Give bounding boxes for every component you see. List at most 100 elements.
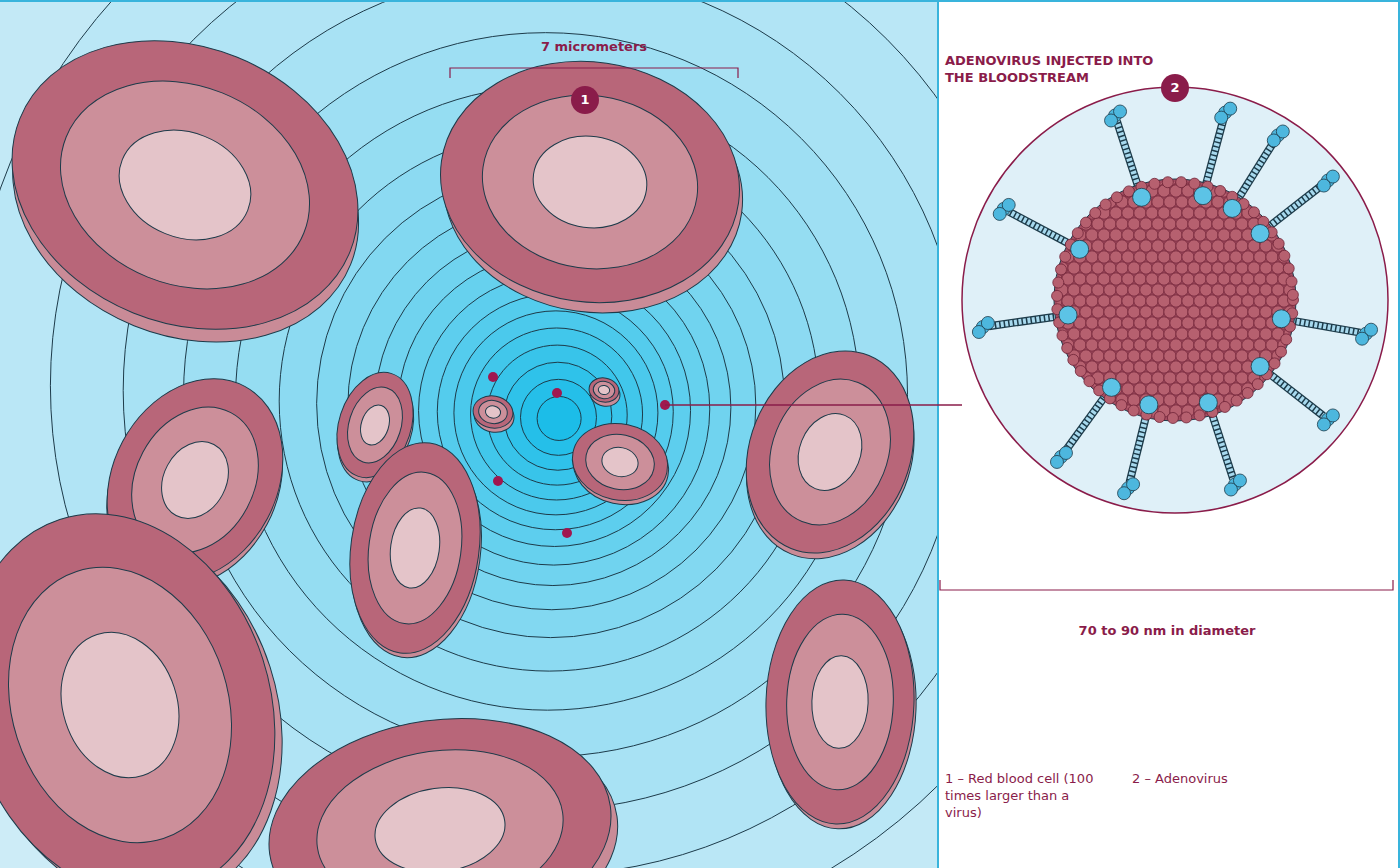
capsomer [1230, 295, 1242, 307]
capsomer [1206, 273, 1218, 285]
fiber-knob [1105, 114, 1118, 127]
capsomer [1212, 284, 1224, 296]
capsomer [1170, 361, 1182, 373]
cell-face [587, 376, 621, 405]
capsomer [1248, 306, 1260, 318]
capsomer [1074, 383, 1086, 395]
capsomer [1044, 240, 1056, 252]
fiber-outline [1283, 319, 1360, 333]
virus-dot [552, 388, 562, 398]
capsomer [1290, 185, 1302, 197]
capsomer [1230, 317, 1242, 329]
capsomer [1116, 284, 1128, 296]
capsomer [1152, 196, 1164, 208]
capsomer [1212, 350, 1224, 362]
capsomer [1189, 178, 1200, 189]
capsomer [1230, 383, 1242, 395]
frame-line [1398, 0, 1400, 868]
capsomer [1272, 262, 1284, 274]
capsomer [1248, 207, 1259, 218]
capsomer [1194, 251, 1206, 263]
fiber-knob [1267, 134, 1280, 147]
capsomer [1260, 174, 1272, 186]
capsomer [1068, 174, 1080, 186]
capsomer [1074, 339, 1086, 351]
capsomer [1128, 372, 1140, 384]
capsomer [1278, 405, 1290, 417]
capsomer [1110, 207, 1122, 219]
capsomer [1050, 383, 1062, 395]
fiber-knob [1050, 455, 1063, 468]
capsid [1054, 179, 1296, 421]
capsomer [1224, 328, 1236, 340]
capsomer [1072, 228, 1083, 239]
capsomer [1279, 250, 1290, 261]
capsomer [1134, 339, 1146, 351]
penton-base [1059, 306, 1077, 324]
capsomer [1128, 240, 1140, 252]
capsomer [1182, 229, 1194, 241]
capsomer [1086, 273, 1098, 285]
capsomer [1230, 361, 1242, 373]
capsomer [1146, 273, 1158, 285]
capsomer [1164, 350, 1176, 362]
capsomer [1284, 262, 1296, 274]
capsomer [1062, 405, 1074, 417]
capsomer [1176, 218, 1188, 230]
capsomer [1110, 339, 1122, 351]
capsomer [1146, 361, 1158, 373]
cell-face [471, 393, 516, 431]
capsomer [1122, 185, 1134, 197]
capsomer [1212, 372, 1224, 384]
capsomer [1248, 262, 1260, 274]
capsomer [1230, 405, 1242, 417]
capsomer [1162, 177, 1173, 188]
capsomer [1215, 185, 1226, 196]
capsomer [1231, 395, 1242, 406]
capsomer [1248, 284, 1260, 296]
capsomer [1254, 273, 1266, 285]
fiber-outline [1262, 184, 1323, 232]
capsomer [1074, 405, 1086, 417]
capsomer [1056, 262, 1068, 274]
capsomer [1290, 207, 1302, 219]
capsomer [1158, 317, 1170, 329]
capsomer [1272, 394, 1284, 406]
penton-base [1251, 225, 1269, 243]
capsomer [1236, 372, 1248, 384]
capsomer [1104, 218, 1116, 230]
capsomer [1170, 383, 1182, 395]
capsomer [1122, 229, 1134, 241]
capsomer [1188, 372, 1200, 384]
capsomer [1182, 383, 1194, 395]
capsomer [1236, 174, 1248, 186]
capsomer [1290, 251, 1302, 263]
cell-center [527, 129, 653, 235]
capsomer [1176, 196, 1188, 208]
cell-center [356, 401, 395, 448]
capsomer [1116, 174, 1128, 186]
capsomer [1266, 207, 1278, 219]
capsomer [1170, 207, 1182, 219]
capsomer [1086, 229, 1098, 241]
capsomer [1286, 276, 1297, 287]
capsomer [1134, 207, 1146, 219]
capsomer [1050, 229, 1062, 241]
capsomer [1110, 251, 1122, 263]
capsomer [1092, 240, 1104, 252]
capsomer [1044, 196, 1056, 208]
cell-ring [306, 734, 573, 868]
capsomer [1074, 273, 1086, 285]
capsomer [1080, 196, 1092, 208]
fiber [1233, 141, 1274, 207]
capsomer [1158, 207, 1170, 219]
capsomer [1206, 339, 1218, 351]
capsomer [1152, 372, 1164, 384]
capsomer [1224, 372, 1236, 384]
capsomer [1182, 361, 1194, 373]
capsomer [1056, 328, 1068, 340]
capsomer [1224, 174, 1236, 186]
capsomer [1084, 376, 1095, 387]
capsomer [1182, 273, 1194, 285]
capsomer [1194, 295, 1206, 307]
